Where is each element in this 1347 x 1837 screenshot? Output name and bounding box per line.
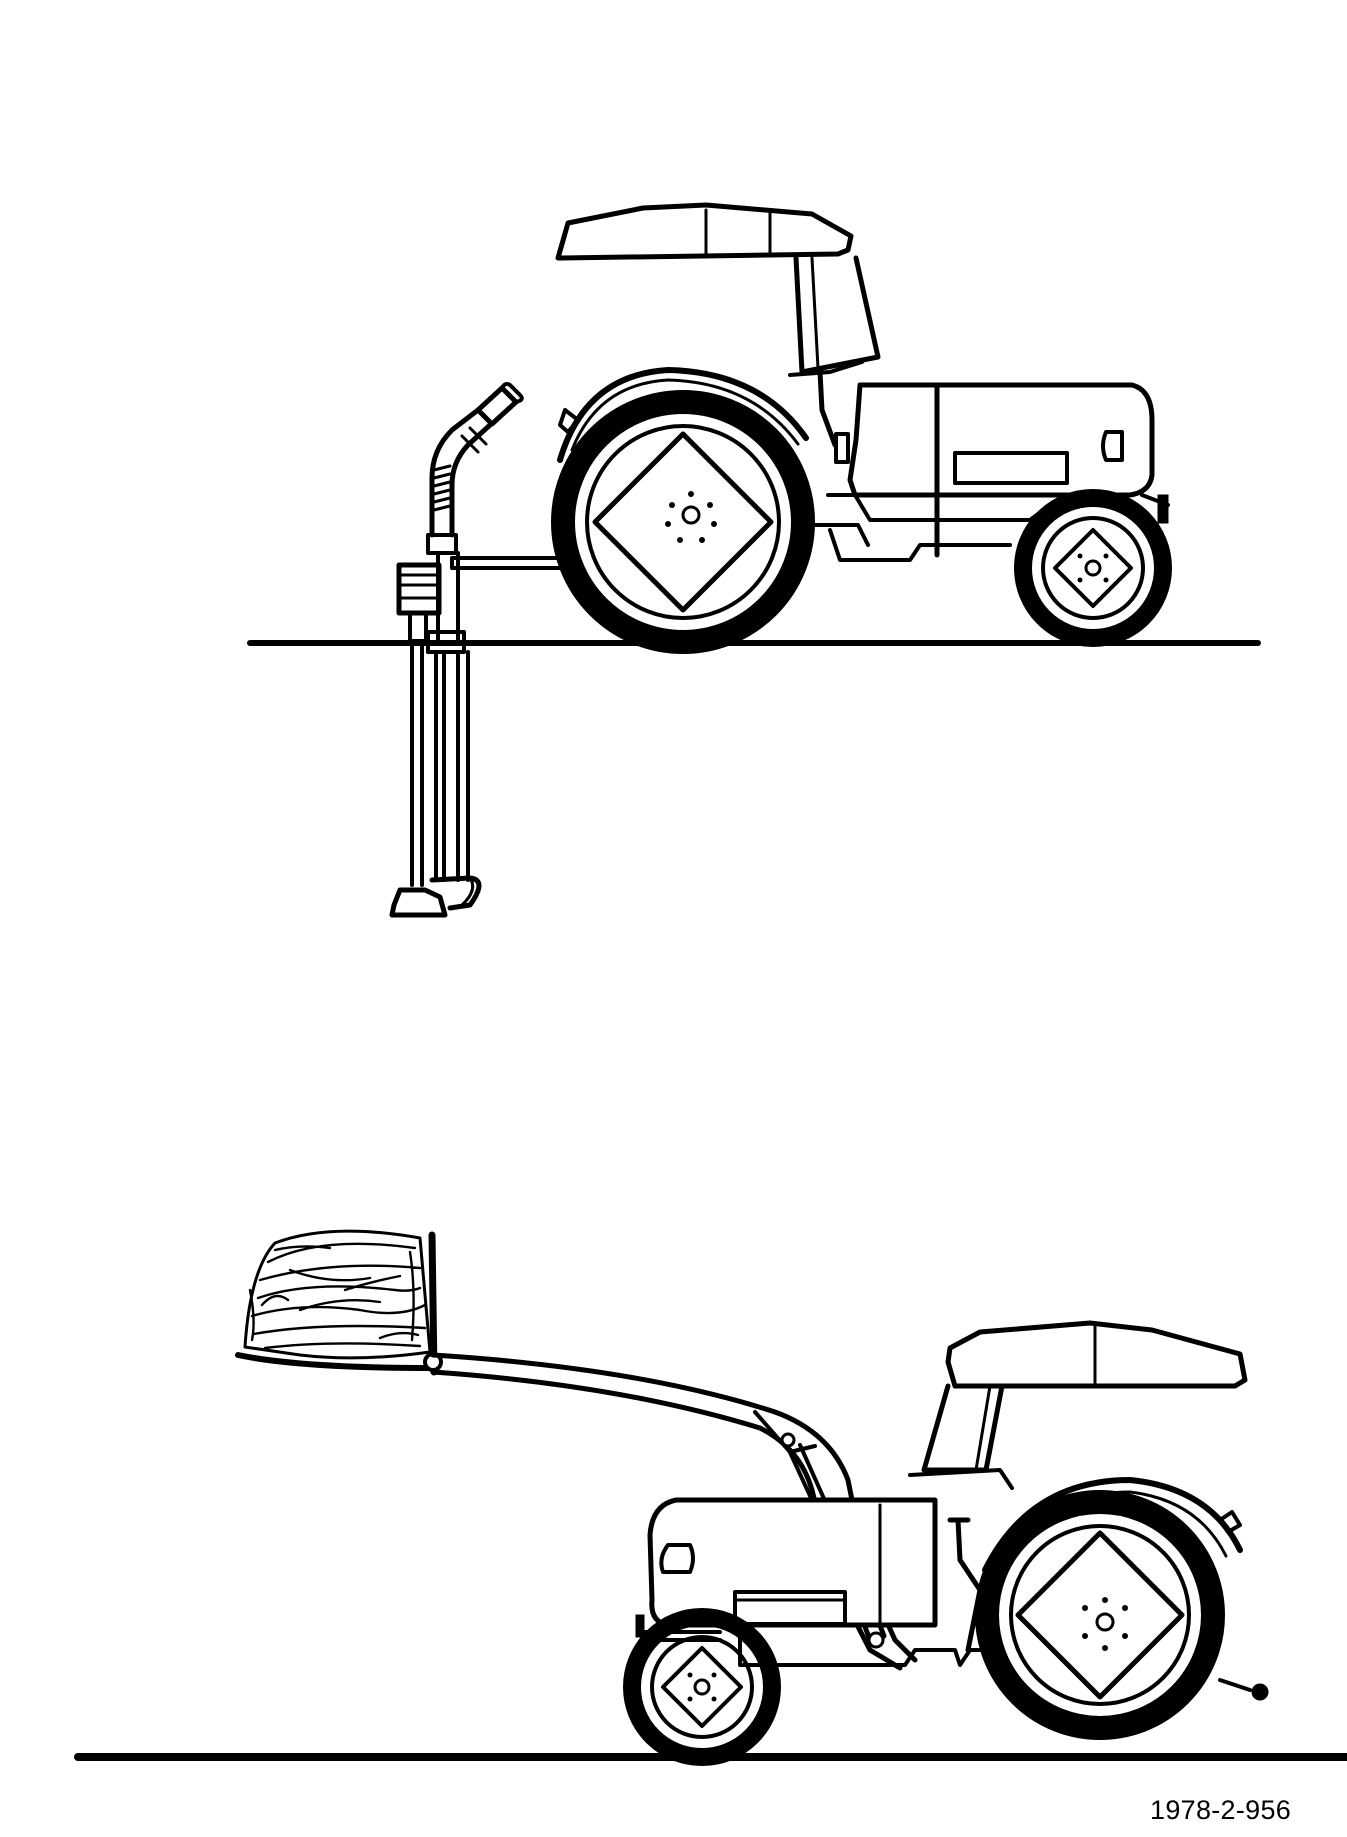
bottom-rear-wheel <box>975 1490 1225 1740</box>
hay-bundle <box>243 1229 432 1360</box>
document-id-label: 1978-2-956 <box>1150 1795 1292 1825</box>
top-figure <box>247 202 1261 918</box>
top-front-wheel <box>1014 489 1172 647</box>
top-hitch-bar <box>450 556 576 570</box>
bottom-front-wheel <box>623 1608 781 1766</box>
top-rear-wheel <box>551 390 815 654</box>
bottom-figure <box>74 1229 1347 1766</box>
top-auger <box>389 382 524 918</box>
loader-fork <box>235 1352 433 1371</box>
top-canopy <box>555 202 854 261</box>
loader-arm <box>430 1352 918 1671</box>
bottom-canopy <box>945 1320 1248 1389</box>
top-hood <box>847 382 1155 498</box>
top-cab-frame <box>793 255 881 375</box>
top-rear-fender <box>557 367 809 463</box>
